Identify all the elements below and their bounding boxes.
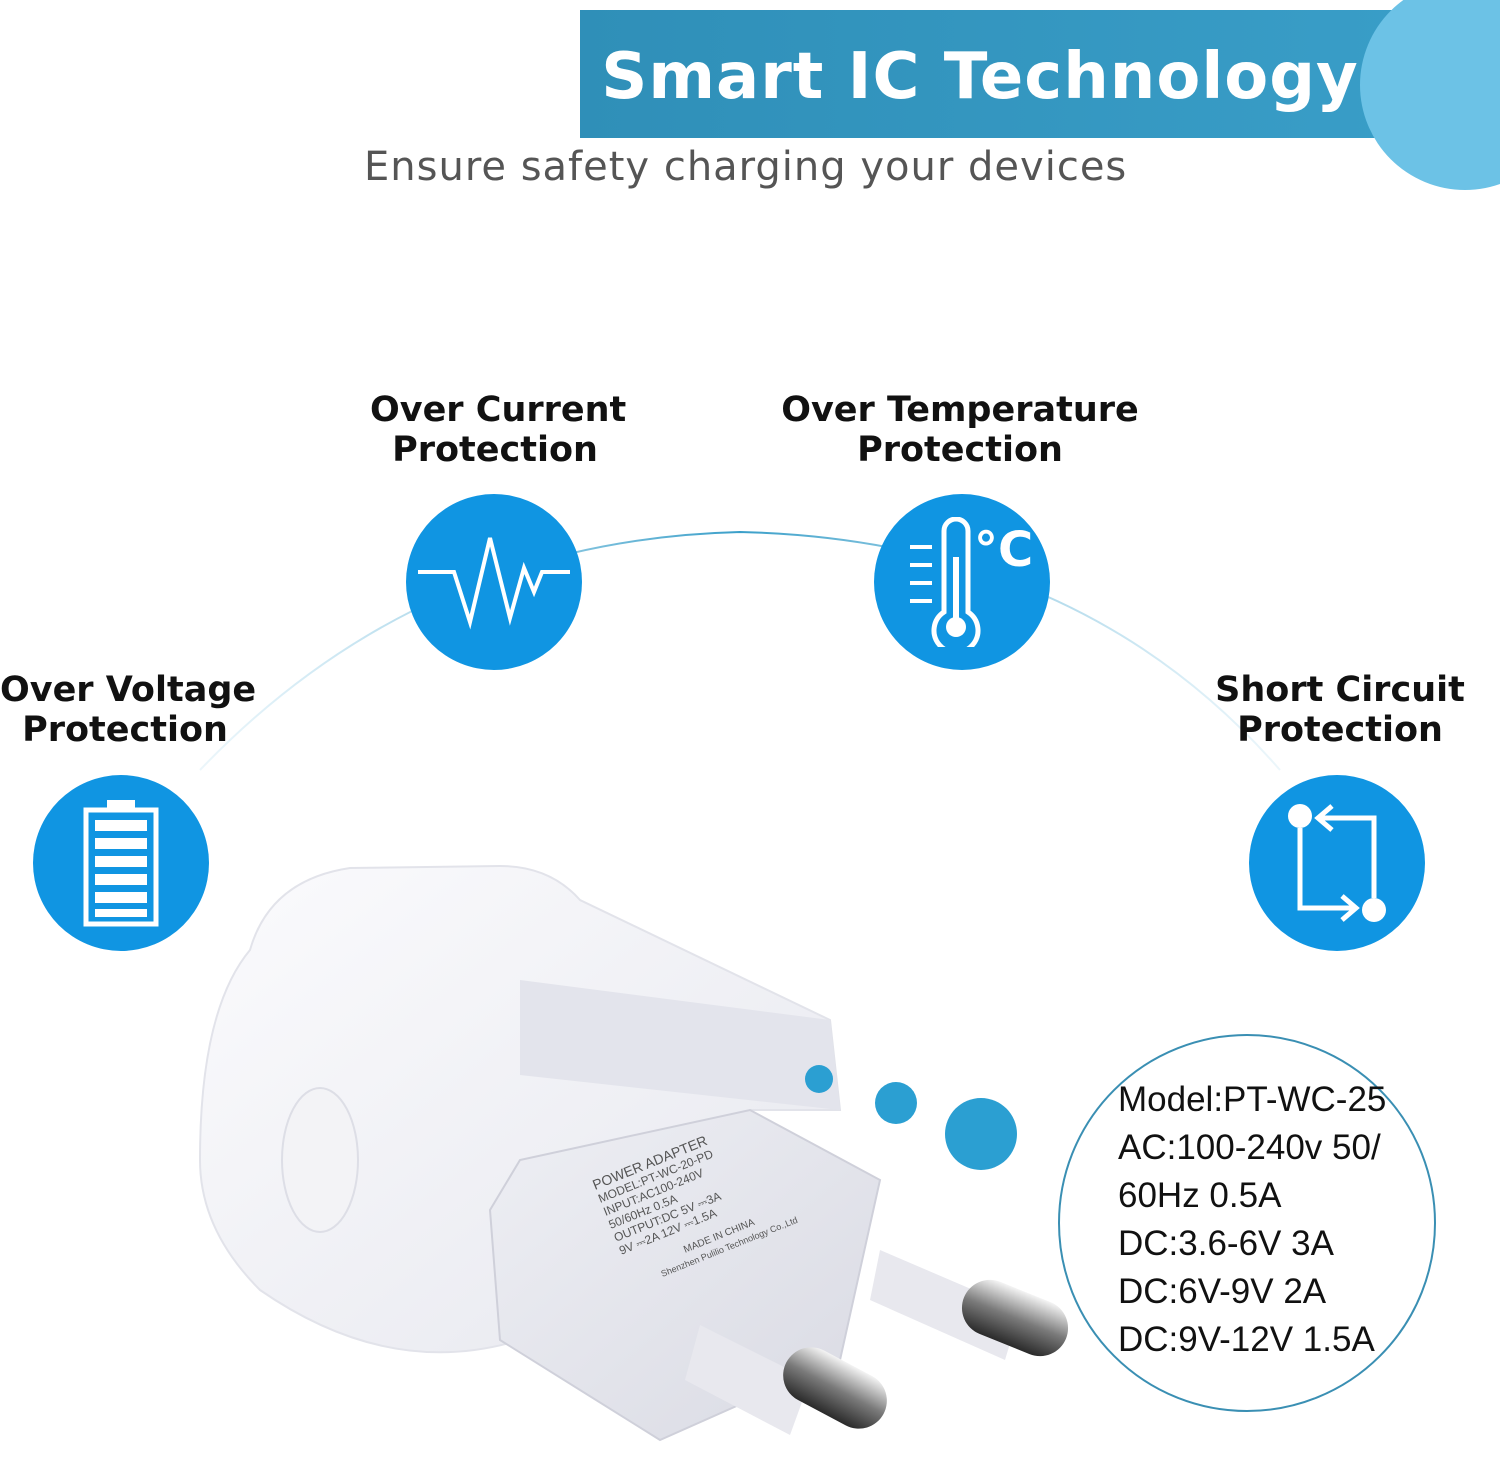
page-title: Smart IC Technology [601,40,1359,114]
spec-ring [1058,1034,1436,1412]
feature-over-current: Over Current Protection [370,390,627,470]
indicator-dot-small [805,1065,833,1093]
plug-pin-lower [685,1325,887,1435]
title-banner [580,10,1500,138]
feature-label-line2: Protection [392,430,598,470]
circuit-loop-icon [1249,775,1425,951]
spec-line: 60Hz 0.5A [1118,1176,1282,1215]
page-subtitle: Ensure safety charging your devices [364,144,1128,190]
spec-line: AC:100-240v 50/ [1118,1128,1381,1167]
spec-line: DC:9V-12V 1.5A [1118,1320,1375,1359]
spec-line: DC:6V-9V 2A [1118,1272,1327,1311]
feature-label-line1: Short Circuit [1215,670,1465,710]
spec-line: Model:PT-WC-25 [1118,1080,1387,1119]
indicator-dot-medium [875,1082,917,1124]
feature-label-line2: Protection [22,710,228,750]
charger-image: POWER ADAPTER MODEL:PT-WC-20-PD INPUT:AC… [198,864,1069,1442]
feature-label-line1: Over Voltage [0,670,257,710]
thermometer-icon: °C [874,494,1050,670]
spec-list: Model:PT-WC-25 AC:100-240v 50/ 60Hz 0.5A… [1118,1076,1438,1364]
feature-label-line2: Protection [1237,710,1443,750]
feature-label-line1: Over Temperature [781,390,1139,430]
indicator-dot-large [945,1098,1017,1170]
feature-label-line2: Protection [857,430,1063,470]
current-wave-icon [406,494,582,670]
feature-label-line1: Over Current [370,390,627,430]
feature-short-circuit: Short Circuit Protection [1210,670,1470,750]
celsius-label: °C [974,522,1034,578]
feature-over-voltage: Over Voltage Protection [0,670,257,750]
battery-icon [33,775,209,951]
plug-pin-upper [870,1250,1069,1360]
spec-line: DC:3.6-6V 3A [1118,1224,1334,1263]
feature-over-temperature: Over Temperature Protection [780,390,1140,470]
